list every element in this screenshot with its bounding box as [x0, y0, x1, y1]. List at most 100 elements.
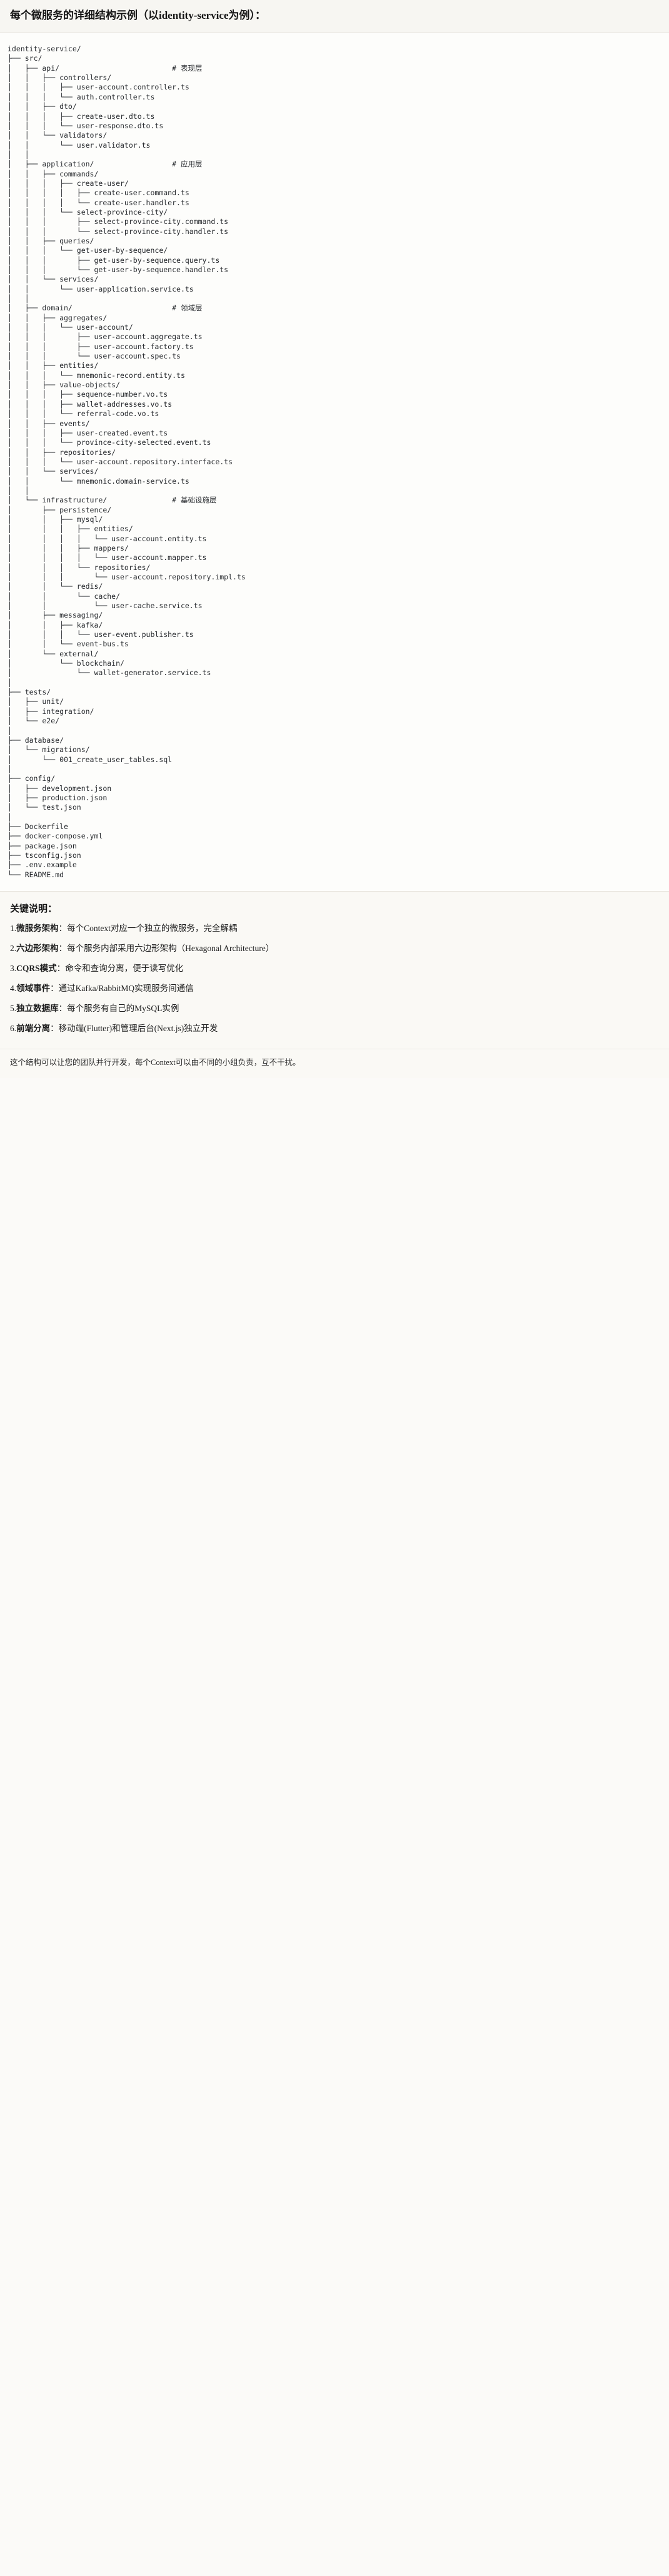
- tree-line: │ │ │ └── user-account.repository.interf…: [8, 457, 233, 466]
- tree-line: │ │ │ └── mnemonic-record.entity.ts: [8, 370, 185, 380]
- key-note-text: ：通过Kafka/RabbitMQ实现服务间通信: [50, 983, 194, 993]
- tree-line: │ └── wallet-generator.service.ts: [8, 668, 211, 678]
- tree-line: │ │ │ │ └── user-account.mapper.ts: [8, 553, 207, 563]
- tree-line: │ ├── development.json: [8, 783, 112, 793]
- key-note-label: 前端分离: [16, 1023, 51, 1033]
- tree-line: │ └── blockchain/: [8, 659, 124, 668]
- tree-line: │ │ └── validators/: [8, 131, 108, 140]
- tree-line: │ │ ├── events/: [8, 419, 90, 428]
- tree-line: └── README.md: [8, 870, 64, 879]
- key-note-item: 3.CQRS模式：命令和查询分离，便于读写优化: [10, 962, 659, 975]
- tree-line: │ └── test.json: [8, 803, 81, 812]
- tree-line: │ │ │ ├── user-account.controller.ts: [8, 83, 189, 92]
- tree-line: │ │ │ ├── wallet-addresses.vo.ts: [8, 399, 173, 409]
- tree-line: │ │ └── mnemonic.domain-service.ts: [8, 476, 189, 486]
- tree-line: ├── database/: [8, 735, 64, 745]
- key-note-item: 6.前端分离：移动端(Flutter)和管理后台(Next.js)独立开发: [10, 1022, 659, 1036]
- tree-line: │ ├── application/ # 应用层: [8, 160, 203, 169]
- key-note-label: 六边形架构: [16, 943, 59, 953]
- title-block: 每个微服务的详细结构示例（以identity-service为例）：: [0, 0, 669, 34]
- tree-line: │ │ └── redis/: [8, 582, 103, 591]
- key-note-text: ：移动端(Flutter)和管理后台(Next.js)独立开发: [50, 1023, 218, 1033]
- tree-line: │ │: [8, 486, 29, 495]
- key-note-label: 微服务架构: [16, 924, 59, 933]
- tree-line: │ │ ├── value-objects/: [8, 380, 121, 390]
- tree-line: │ │ │ ├── entities/: [8, 524, 133, 534]
- tree-line: │ │ │ └── select-province-city.handler.t…: [8, 227, 229, 236]
- tree-line: ├── docker-compose.yml: [8, 832, 103, 841]
- key-note-item: 4.领域事件：通过Kafka/RabbitMQ实现服务间通信: [10, 982, 659, 995]
- tree-line: │ │ │ └── user-account/: [8, 323, 133, 332]
- tree-line: │ └── 001_create_user_tables.sql: [8, 755, 173, 764]
- key-notes-list: 1.微服务架构：每个Context对应一个独立的微服务，完全解耦 2.六边形架构：…: [10, 922, 659, 1036]
- tree-line: │ ├── domain/ # 领域层: [8, 303, 203, 313]
- key-note-text: ：每个服务有自己的MySQL实例: [58, 1003, 179, 1013]
- tree-line: │ │ └── services/: [8, 275, 99, 284]
- key-note-label: 领域事件: [16, 983, 51, 993]
- tree-line: │ │ │ └── user-account.spec.ts: [8, 352, 181, 361]
- tree-line: │ └── external/: [8, 649, 99, 658]
- tree-line: │ ├── unit/: [8, 697, 64, 706]
- key-note-number: 4.: [10, 983, 17, 993]
- key-note-label: CQRS模式: [16, 963, 57, 973]
- tree-line: │ │ │ └── province-city-selected.event.t…: [8, 438, 211, 447]
- key-note-text: ：每个Context对应一个独立的微服务，完全解耦: [58, 924, 238, 933]
- tree-line: │: [8, 678, 12, 687]
- tree-line: │ │ │ ├── user-account.aggregate.ts: [8, 332, 203, 342]
- tree-line: │ ├── api/ # 表现层: [8, 63, 203, 73]
- page-title: 每个微服务的详细结构示例（以identity-service为例）：: [10, 9, 266, 21]
- tree-line: │ │ └── user.validator.ts: [8, 140, 151, 150]
- key-note-text: ：每个服务内部采用六边形架构（Hexagonal Architecture）: [58, 943, 274, 953]
- directory-tree-block: identity-service/├── src/│ ├── api/ # 表现…: [0, 33, 669, 892]
- tree-line: identity-service/: [8, 44, 81, 54]
- tree-line: │ │ └── event-bus.ts: [8, 639, 129, 649]
- tree-line: │ │ │ ├── sequence-number.vo.ts: [8, 390, 168, 399]
- key-note-number: 6.: [10, 1023, 17, 1033]
- tree-line: ├── Dockerfile: [8, 822, 68, 831]
- page-root: 每个微服务的详细结构示例（以identity-service为例）： ident…: [0, 0, 669, 1079]
- tree-line: │ │ │ │ └── create-user.handler.ts: [8, 198, 189, 207]
- key-note-number: 5.: [10, 1003, 17, 1013]
- tree-line: │ ├── persistence/: [8, 505, 112, 514]
- directory-tree-lines: identity-service/├── src/│ ├── api/ # 表现…: [8, 44, 659, 880]
- tree-line: │ │ │ ├── select-province-city.command.t…: [8, 217, 229, 227]
- tree-line: │ │ ├── controllers/: [8, 73, 112, 83]
- directory-tree: identity-service/├── src/│ ├── api/ # 表现…: [8, 44, 659, 880]
- tree-line: │ ├── integration/: [8, 706, 94, 716]
- tree-line: │ │ │ └── get-user-by-sequence/: [8, 246, 168, 255]
- tree-line: │ ├── messaging/: [8, 611, 103, 620]
- tree-line: │ │ │ └── referral-code.vo.ts: [8, 409, 159, 419]
- tree-line: │ │ ├── repositories/: [8, 447, 116, 457]
- key-note-number: 1.: [10, 924, 17, 933]
- tree-line: ├── tests/: [8, 688, 51, 697]
- tree-line: ├── src/: [8, 54, 43, 63]
- tree-line: │ │ │ ├── create-user/: [8, 178, 129, 188]
- tree-line: │: [8, 812, 12, 822]
- tree-line: │ │ ├── kafka/: [8, 620, 103, 629]
- tree-line: │ │ │ │ ├── create-user.command.ts: [8, 188, 189, 198]
- tree-line: │ └── infrastructure/ # 基础设施层: [8, 496, 217, 505]
- key-note-text: ：命令和查询分离，便于读写优化: [56, 963, 184, 973]
- key-note-label: 独立数据库: [16, 1003, 59, 1013]
- tree-line: │ │ ├── mysql/: [8, 514, 103, 524]
- tree-line: │ ├── production.json: [8, 793, 108, 802]
- tree-line: │ │ │ └── user-event.publisher.ts: [8, 630, 194, 639]
- tree-line: │ │ └── services/: [8, 467, 99, 476]
- tree-line: │ │ │ │ └── user-account.entity.ts: [8, 534, 207, 543]
- key-note-item: 2.六边形架构：每个服务内部采用六边形架构（Hexagonal Architec…: [10, 942, 659, 955]
- tree-line: │ │ ├── queries/: [8, 236, 94, 245]
- tree-line: │: [8, 764, 12, 773]
- tree-line: │ │ │ └── select-province-city/: [8, 207, 168, 216]
- tree-line: ├── config/: [8, 774, 56, 783]
- tree-line: │ │ │ ├── create-user.dto.ts: [8, 111, 155, 121]
- tree-line: │ │: [8, 294, 29, 303]
- tree-line: │ │ ├── aggregates/: [8, 313, 108, 322]
- tree-line: │ │ └── user-cache.service.ts: [8, 601, 203, 611]
- tree-line: │ └── migrations/: [8, 745, 90, 755]
- tree-line: │ │: [8, 150, 29, 159]
- footer-block: 这个结构可以让您的团队并行开发，每个Context可以由不同的小组负责，互不干扰…: [0, 1048, 669, 1079]
- tree-line: │ │ └── user-application.service.ts: [8, 284, 194, 293]
- tree-line: │ │ ├── commands/: [8, 169, 99, 178]
- tree-line: │ │ ├── dto/: [8, 102, 77, 111]
- key-note-item: 5.独立数据库：每个服务有自己的MySQL实例: [10, 1002, 659, 1016]
